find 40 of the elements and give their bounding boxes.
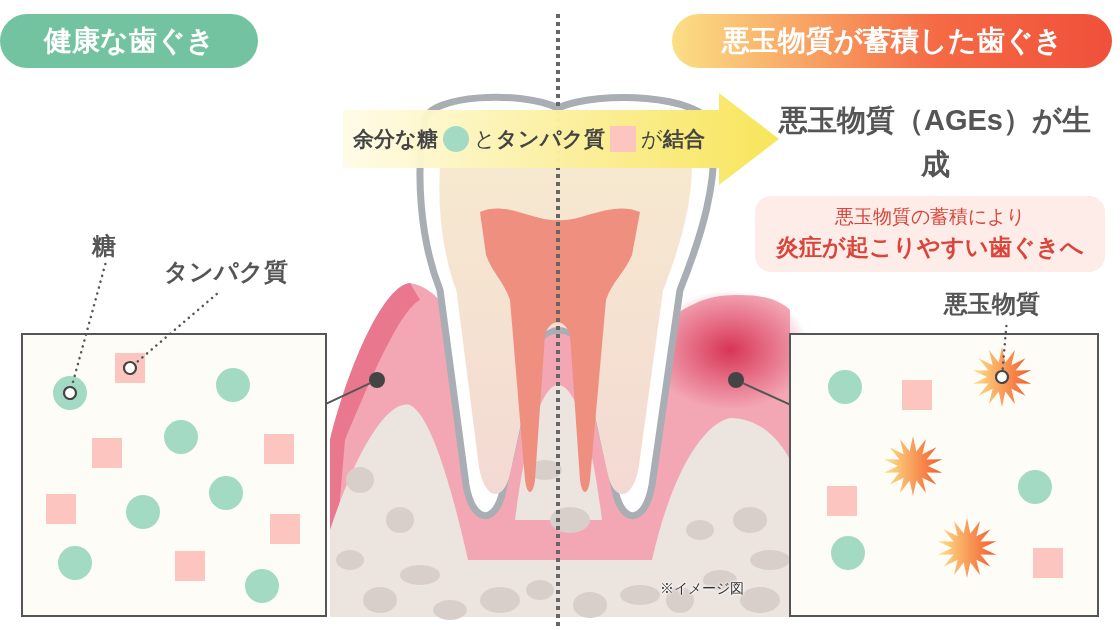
connector-line [326,382,371,405]
arrow-banner [343,93,779,185]
ages-starburst [972,347,1032,407]
protein-square [270,514,300,544]
part-label: タンパク質 [164,256,314,294]
magnified-view-panel [21,333,327,617]
protein-square [1033,548,1063,578]
leader-line [122,292,218,376]
protein-square [92,438,122,468]
sugar-circle [58,546,92,580]
protein-square [175,551,205,581]
part-label: 悪玉物質 [944,288,1072,326]
protein-square [902,380,932,410]
ages-starburst [937,518,997,578]
sugar-circle [164,420,198,454]
sugar-circle [1018,470,1052,504]
sugar-circle [831,536,865,570]
leader-line [994,324,1010,385]
sugar-circle [828,370,862,404]
headline-text: 悪玉物質（AGEs）が生成 [770,98,1100,190]
banner-text: とタンパク質 [474,126,605,152]
note-text: 炎症が起こりやすい歯ぐきへ [774,233,1085,262]
protein-square [827,486,857,516]
sugar-circle [216,368,250,402]
sugar-circle [126,495,160,529]
magnified-view-panel [789,333,1099,617]
leader-line [62,262,107,401]
note-text: ※イメージ図 [660,580,744,598]
banner-text: が結合 [641,126,705,152]
heading-pill: 健康な歯ぐき [0,14,258,68]
protein-square [264,434,294,464]
part-label: 糖 [92,230,128,264]
banner-text: 余分な糖 [353,126,438,153]
protein-square [46,494,76,524]
sugar-circle [209,476,243,510]
note-text: 悪玉物質の蓄積により [834,205,1026,229]
heading-pill: 悪玉物質が蓄積した歯ぐき [672,14,1112,68]
ages-starburst [883,436,943,496]
sugar-circle [245,569,279,603]
connector-line [742,382,790,406]
